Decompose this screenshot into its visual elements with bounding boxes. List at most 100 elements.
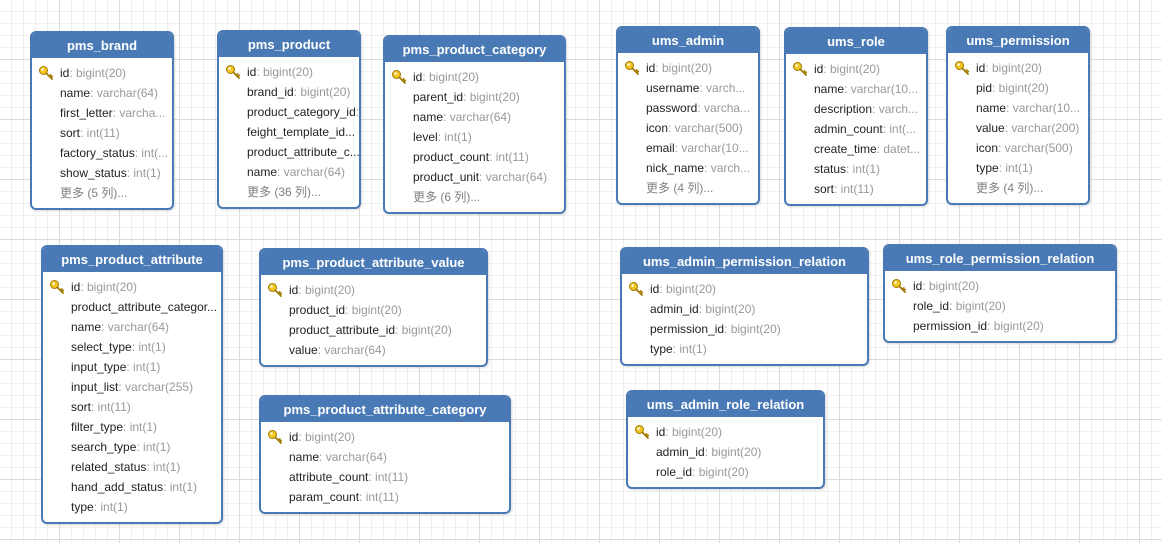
field-row[interactable]: icon: varchar(500)	[618, 118, 758, 138]
field-row[interactable]: name: varchar(64)	[261, 447, 509, 467]
table-title: pms_product	[219, 32, 359, 57]
field-row[interactable]: icon: varchar(500)	[948, 138, 1088, 158]
field-row[interactable]: hand_add_status: int(1)	[43, 477, 221, 497]
field-name: product_attribute_c...	[247, 145, 359, 159]
field-row[interactable]: description: varch...	[786, 99, 926, 119]
field-row[interactable]: input_list: varchar(255)	[43, 377, 221, 397]
field-row[interactable]: name: varchar(64)	[219, 162, 359, 182]
field-row[interactable]: name: varchar(10...	[786, 79, 926, 99]
field-row[interactable]: admin_count: int(...	[786, 119, 926, 139]
field-row[interactable]: admin_id: bigint(20)	[628, 442, 823, 462]
primary-key-field[interactable]: id: bigint(20)	[219, 62, 359, 82]
field-type: : varchar(64)	[101, 320, 170, 334]
field-row[interactable]: username: varch...	[618, 78, 758, 98]
field-row[interactable]: pid: bigint(20)	[948, 78, 1088, 98]
field-row[interactable]: factory_status: int(...	[32, 143, 172, 163]
more-columns-link[interactable]: 更多 (6 列)...	[413, 190, 481, 204]
field-row[interactable]: sort: int(11)	[786, 179, 926, 199]
field-row[interactable]: type: int(1)	[948, 158, 1088, 178]
field-type: : bigint(20)	[298, 430, 356, 444]
field-row[interactable]: attribute_count: int(11)	[261, 467, 509, 487]
primary-key-field[interactable]: id: bigint(20)	[618, 58, 758, 78]
field-row[interactable]: sort: int(11)	[32, 123, 172, 143]
field-name: name	[413, 110, 444, 124]
field-row[interactable]: role_id: bigint(20)	[885, 296, 1115, 316]
more-columns-link[interactable]: 更多 (4 列)...	[976, 181, 1044, 195]
table-fields: id: bigint(20)product_id: bigint(20)prod…	[261, 275, 486, 365]
field-row[interactable]: value: varchar(200)	[948, 118, 1088, 138]
primary-key-field[interactable]: id: bigint(20)	[628, 422, 823, 442]
primary-key-field[interactable]: id: bigint(20)	[261, 427, 509, 447]
field-row[interactable]: type: int(1)	[43, 497, 221, 517]
field-row[interactable]: product_attribute_id: bigint(20)	[261, 320, 486, 340]
field-row[interactable]: search_type: int(1)	[43, 437, 221, 457]
key-icon	[624, 60, 640, 76]
field-row[interactable]: name: varchar(64)	[43, 317, 221, 337]
more-columns-link[interactable]: 更多 (36 列)...	[247, 185, 322, 199]
field-row[interactable]: product_unit: varchar(64)	[385, 167, 564, 187]
field-row[interactable]: type: int(1)	[622, 339, 867, 359]
field-row[interactable]: related_status: int(1)	[43, 457, 221, 477]
field-row[interactable]: filter_type: int(1)	[43, 417, 221, 437]
field-row[interactable]: permission_id: bigint(20)	[885, 316, 1115, 336]
field-row[interactable]: name: varchar(64)	[385, 107, 564, 127]
more-columns-link[interactable]: 更多 (5 列)...	[60, 186, 128, 200]
field-row[interactable]: create_time: datet...	[786, 139, 926, 159]
field-name: permission_id	[650, 322, 725, 336]
field-row[interactable]: product_id: bigint(20)	[261, 300, 486, 320]
field-row[interactable]: value: varchar(64)	[261, 340, 486, 360]
field-type: : int(1)	[126, 166, 161, 180]
field-row[interactable]: select_type: int(1)	[43, 337, 221, 357]
field-row[interactable]: product_attribute_c...	[219, 142, 359, 162]
primary-key-field[interactable]: id: bigint(20)	[786, 59, 926, 79]
primary-key-field[interactable]: id: bigint(20)	[885, 276, 1115, 296]
table-pms-product[interactable]: pms_product id: bigint(20)brand_id: bigin…	[217, 30, 361, 209]
field-name: role_id	[913, 299, 950, 313]
field-type: : bigint(20)	[922, 279, 980, 293]
field-row[interactable]: feight_template_id...	[219, 122, 359, 142]
field-row[interactable]: first_letter: varcha...	[32, 103, 172, 123]
table-title: pms_product_attribute_value	[261, 250, 486, 275]
primary-key-field[interactable]: id: bigint(20)	[43, 277, 221, 297]
field-type: : varchar(64)	[479, 170, 548, 184]
primary-key-field[interactable]: id: bigint(20)	[32, 63, 172, 83]
field-row[interactable]: level: int(1)	[385, 127, 564, 147]
field-row[interactable]: nick_name: varch...	[618, 158, 758, 178]
field-row[interactable]: product_attribute_categor...	[43, 297, 221, 317]
field-row[interactable]: show_status: int(1)	[32, 163, 172, 183]
primary-key-field[interactable]: id: bigint(20)	[622, 279, 867, 299]
primary-key-field[interactable]: id: bigint(20)	[261, 280, 486, 300]
field-name: name	[247, 165, 278, 179]
field-row[interactable]: param_count: int(11)	[261, 487, 509, 507]
more-columns-link[interactable]: 更多 (4 列)...	[646, 181, 714, 195]
primary-key-field[interactable]: id: bigint(20)	[948, 58, 1088, 78]
field-row[interactable]: permission_id: bigint(20)	[622, 319, 867, 339]
field-row[interactable]: role_id: bigint(20)	[628, 462, 823, 482]
table-fields: id: bigint(20)product_attribute_categor.…	[43, 272, 221, 522]
field-row[interactable]: status: int(1)	[786, 159, 926, 179]
field-name: admin_id	[650, 302, 699, 316]
field-row[interactable]: product_count: int(11)	[385, 147, 564, 167]
field-row[interactable]: name: varchar(10...	[948, 98, 1088, 118]
field-row[interactable]: product_category_id:	[219, 102, 359, 122]
field-row[interactable]: email: varchar(10...	[618, 138, 758, 158]
field-row[interactable]: parent_id: bigint(20)	[385, 87, 564, 107]
field-row[interactable]: password: varcha...	[618, 98, 758, 118]
primary-key-field[interactable]: id: bigint(20)	[385, 67, 564, 87]
field-row[interactable]: name: varchar(64)	[32, 83, 172, 103]
field-row[interactable]: sort: int(11)	[43, 397, 221, 417]
field-row[interactable]: input_type: int(1)	[43, 357, 221, 377]
field-row[interactable]: admin_id: bigint(20)	[622, 299, 867, 319]
field-row[interactable]: brand_id: bigint(20)	[219, 82, 359, 102]
